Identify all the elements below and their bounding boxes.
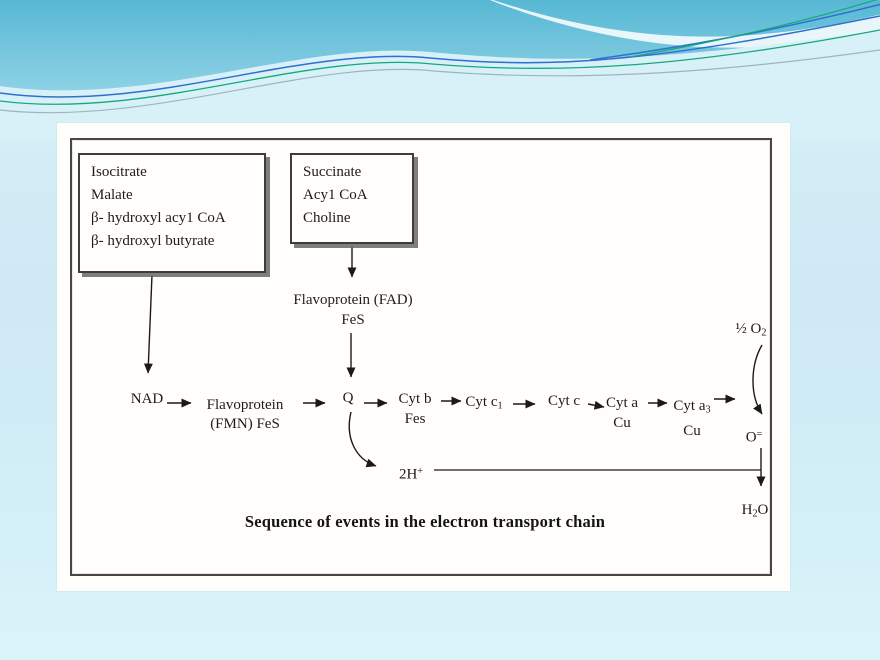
substrate-line: β- hydroxyl butyrate (91, 233, 215, 249)
figure-caption: Sequence of events in the electron trans… (244, 512, 606, 531)
header-wave-decoration (0, 0, 880, 140)
twoh-superscript: + (417, 466, 424, 477)
label-two-h-plus: 2H+ (391, 462, 431, 485)
label-o-superoxide: O= (734, 425, 774, 448)
cyta-base: Cyt a (605, 395, 639, 411)
osuper-superscript: = (756, 429, 763, 440)
arrow-halfo2-curve-to-osuper (752, 344, 763, 415)
cytb-line1: Cyt b (398, 391, 432, 407)
cyta3-base: Cyt a (673, 398, 706, 414)
header-wave-line-gray (0, 49, 880, 114)
substrate-line: Acy1 CoA (303, 187, 368, 203)
cytc1-subscript: 1 (497, 400, 503, 412)
arrow-cytc-to-cyta (587, 400, 605, 410)
fad-line2: FeS (341, 312, 365, 328)
header-wave-line-green (0, 29, 880, 105)
twoh-base: 2H (398, 466, 418, 483)
label-h2o: H2O (729, 500, 781, 525)
arrow-isocitrate-to-nad (143, 274, 153, 374)
osuper-base: O (745, 429, 757, 446)
header-corner-line-blue (589, 3, 880, 61)
cytc1-base: Cyt c (465, 394, 498, 410)
arrow-q-curve-to-twoh (348, 411, 377, 468)
cyta3-line2: Cu (683, 422, 701, 439)
label-half-o2: ½ O2 (721, 319, 781, 344)
label-flavoprotein-fad: Flavoprotein (FAD) FeS (283, 290, 423, 330)
label-cyt-c: Cyt c (547, 393, 581, 409)
halfo2-base: ½ O (735, 321, 762, 337)
cyta3-subscript: 3 (705, 404, 711, 416)
label-cyt-c1: Cyt c1 (459, 392, 509, 417)
label-q: Q (342, 390, 354, 406)
fmn-line2: (FMN) FeS (210, 416, 280, 432)
h2o-post: O (757, 502, 769, 518)
header-light-wave (0, 30, 880, 140)
label-cyt-b: Cyt b Fes (391, 389, 439, 429)
substrate-line: Succinate (303, 164, 362, 180)
fmn-line1: Flavoprotein (206, 397, 284, 413)
cyta3-line1: Cyt a3 (667, 396, 717, 421)
figure-canvas: Isocitrate Malate β- hydroxyl acy1 CoA β… (57, 123, 790, 591)
cyta-line2: Cu (613, 415, 631, 431)
label-cyt-a: Cyt a Cu (598, 393, 646, 433)
halfo2-subscript: 2 (761, 327, 767, 339)
substrate-line: Malate (91, 187, 133, 203)
diagram-connectors (143, 246, 766, 487)
substrate-box-succinate: Succinate Acy1 CoA Choline (290, 153, 414, 244)
fad-line1: Flavoprotein (FAD) (293, 292, 413, 308)
header-white-swoosh (490, 0, 880, 48)
header-wave-line-blue (0, 15, 880, 98)
label-flavoprotein-fmn: Flavoprotein (FMN) FeS (198, 396, 292, 434)
substrate-line: Isocitrate (91, 164, 147, 180)
label-cyt-a3: Cyt a3 Cu (667, 396, 717, 441)
label-nad: NAD (130, 391, 164, 407)
substrate-line: Choline (303, 210, 351, 226)
header-corner-line-green (629, 0, 878, 58)
cytb-line2: Fes (404, 411, 426, 427)
h2o-subscript: 2 (752, 508, 758, 520)
substrate-box-isocitrate: Isocitrate Malate β- hydroxyl acy1 CoA β… (78, 153, 266, 273)
substrate-line: β- hydroxyl acy1 CoA (91, 210, 226, 226)
h2o-pre: H (741, 502, 753, 518)
diagram-frame (70, 138, 772, 576)
